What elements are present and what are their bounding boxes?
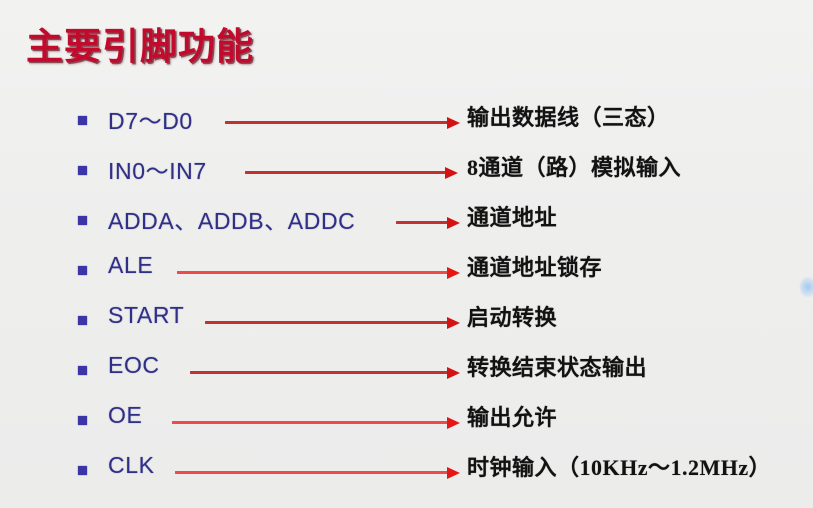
pin-function-row: D7～D0 输出数据线（三态）: [0, 100, 813, 144]
right-arrow-icon: [177, 267, 460, 279]
arrow-head: [445, 167, 458, 179]
arrow-shaft: [396, 221, 449, 224]
arrow-shaft: [190, 371, 449, 374]
pin-label: IN0～IN7: [108, 158, 207, 184]
pin-description: 时钟输入（10KHz～1.2MHz）: [467, 455, 772, 480]
right-arrow-icon: [172, 417, 460, 429]
pin-function-row: ALE 通道地址锁存: [0, 250, 813, 294]
pin-function-row: START 启动转换: [0, 300, 813, 344]
square-bullet-icon: [78, 166, 87, 175]
pin-function-row: IN0～IN7 8通道（路）模拟输入: [0, 150, 813, 194]
pin-label: CLK: [108, 452, 155, 478]
arrow-head: [447, 467, 460, 479]
square-bullet-icon: [78, 116, 87, 125]
arrow-shaft: [205, 321, 449, 324]
square-bullet-icon: [78, 216, 87, 225]
pin-function-row: OE 输出允许: [0, 400, 813, 444]
pin-label: D7～D0: [108, 108, 193, 134]
pin-description: 启动转换: [467, 305, 558, 330]
arrow-head: [447, 317, 460, 329]
pin-description: 通道地址: [467, 205, 558, 230]
arrow-head: [447, 267, 460, 279]
pin-label: ALE: [108, 252, 154, 278]
pin-function-row: CLK 时钟输入（10KHz～1.2MHz）: [0, 450, 813, 494]
right-arrow-icon: [245, 167, 458, 179]
pin-label: OE: [108, 402, 143, 428]
square-bullet-icon: [78, 466, 87, 475]
pin-description: 转换结束状态输出: [467, 355, 648, 380]
arrow-shaft: [172, 421, 449, 424]
pin-function-row: EOC 转换结束状态输出: [0, 350, 813, 394]
arrow-shaft: [245, 171, 447, 174]
right-arrow-icon: [190, 367, 460, 379]
pin-description: 通道地址锁存: [467, 255, 603, 280]
pin-function-row: ADDA、ADDB、ADDC 通道地址: [0, 200, 813, 244]
pin-label: START: [108, 302, 185, 328]
right-arrow-icon: [205, 317, 460, 329]
page-title: 主要引脚功能: [26, 26, 254, 67]
arrow-shaft: [177, 271, 449, 274]
right-arrow-icon: [175, 467, 460, 479]
arrow-shaft: [225, 121, 449, 124]
right-arrow-icon: [225, 117, 460, 129]
square-bullet-icon: [78, 266, 87, 275]
pin-label: ADDA、ADDB、ADDC: [108, 208, 356, 234]
pin-description: 输出允许: [467, 405, 558, 430]
square-bullet-icon: [78, 316, 87, 325]
arrow-head: [447, 217, 460, 229]
pin-description: 8通道（路）模拟输入: [467, 155, 682, 180]
arrow-shaft: [175, 471, 449, 474]
arrow-head: [447, 367, 460, 379]
arrow-head: [447, 117, 460, 129]
pin-description: 输出数据线（三态）: [467, 105, 670, 130]
square-bullet-icon: [78, 366, 87, 375]
pin-label: EOC: [108, 352, 160, 378]
edge-glow-artifact: [800, 277, 813, 297]
right-arrow-icon: [396, 217, 460, 229]
square-bullet-icon: [78, 416, 87, 425]
arrow-head: [447, 417, 460, 429]
